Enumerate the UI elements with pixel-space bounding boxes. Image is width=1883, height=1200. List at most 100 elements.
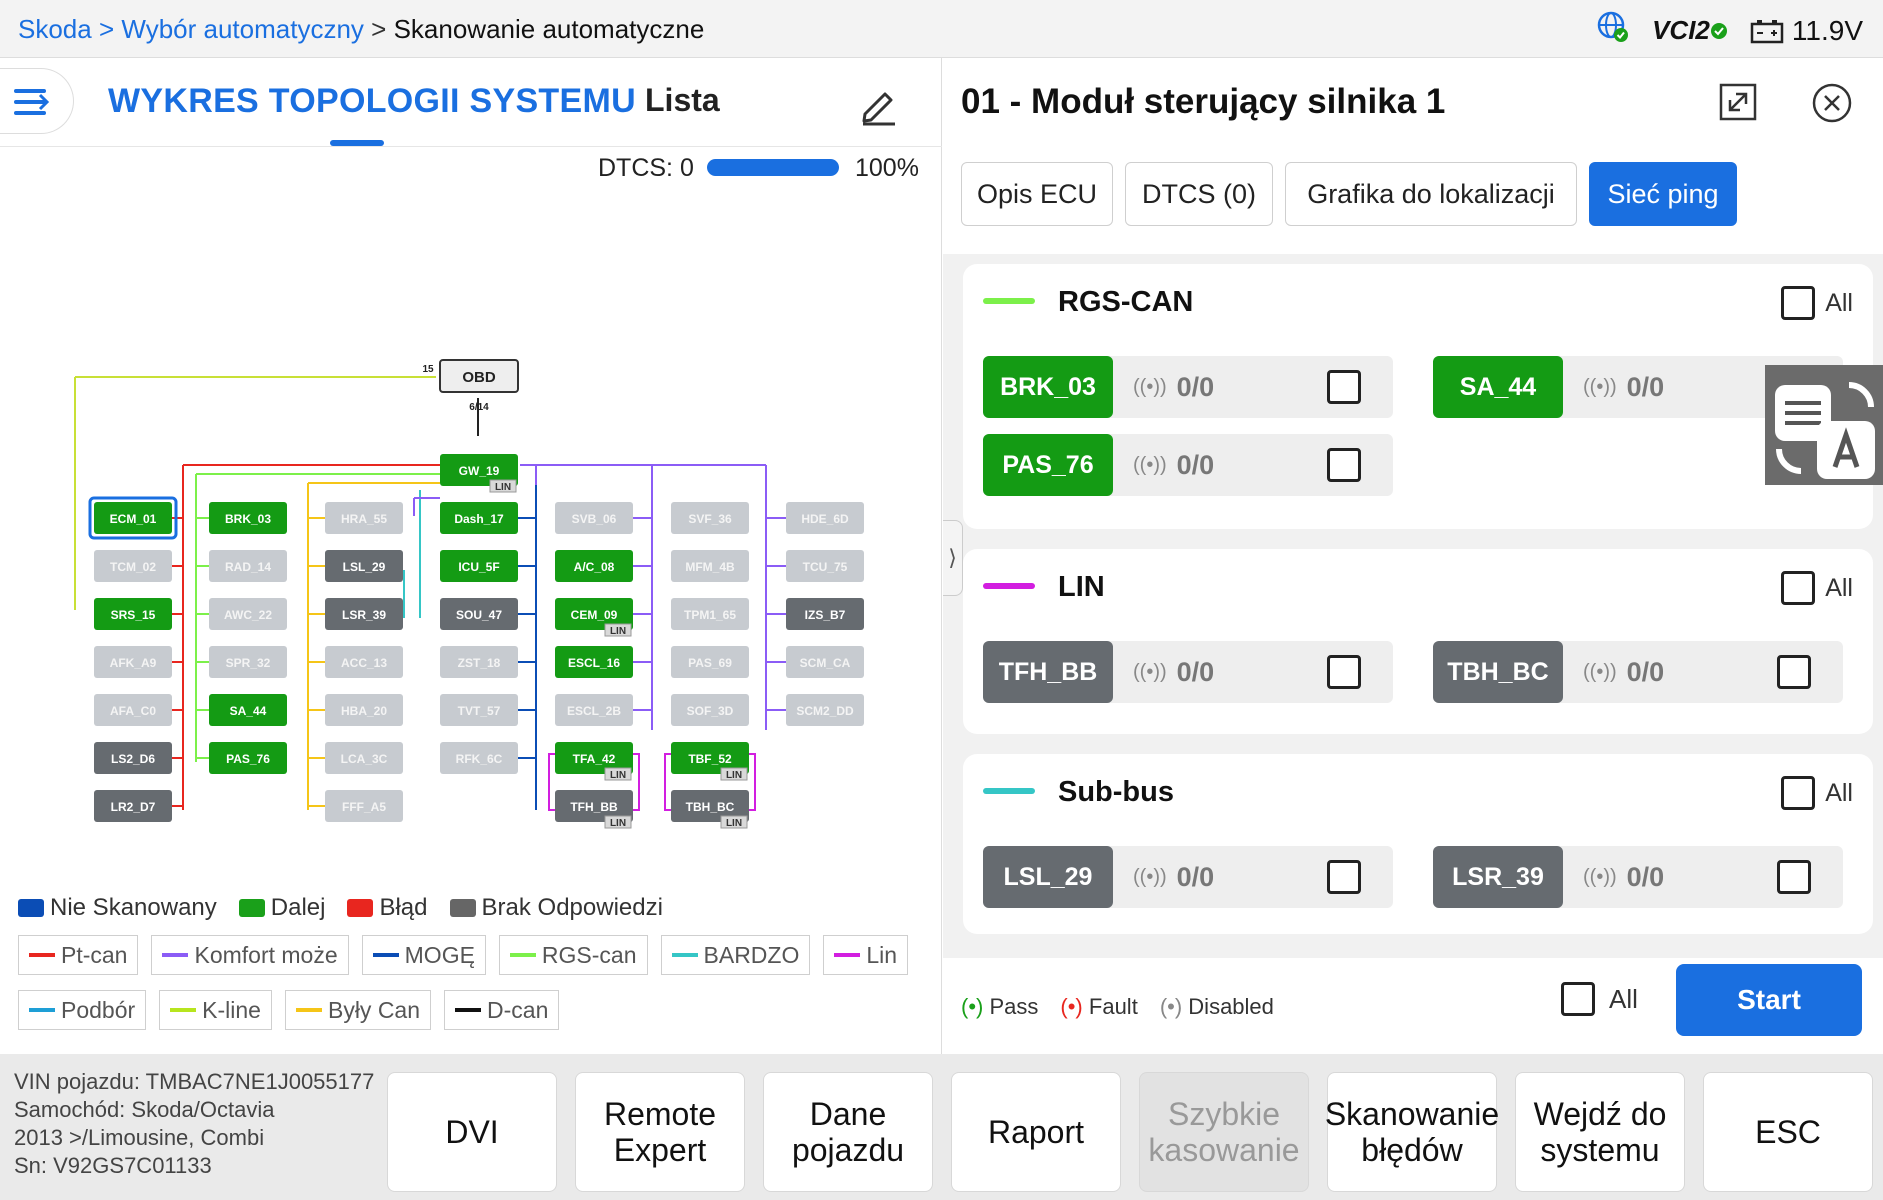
group-all-checkbox[interactable] — [1781, 776, 1816, 810]
node-Dash_17[interactable]: Dash_17 — [440, 502, 518, 534]
node-SPR_32[interactable]: SPR_32 — [209, 646, 287, 678]
node-SA_44[interactable]: SA_44 — [209, 694, 287, 726]
node-PAS_69[interactable]: PAS_69 — [671, 646, 749, 678]
translate-widget[interactable] — [1765, 365, 1883, 485]
bus-legend-chip[interactable]: MOGĘ — [361, 935, 486, 975]
node-FFF_A5[interactable]: FFF_A5 — [325, 790, 403, 822]
ping-module-TFH_BB[interactable]: TFH_BB((•))0/0 — [983, 641, 1393, 703]
node-LS2_D6[interactable]: LS2_D6 — [94, 742, 172, 774]
node-ICU_5F[interactable]: ICU_5F — [440, 550, 518, 582]
tab-dtcs[interactable]: DTCS (0) — [1125, 162, 1273, 226]
ping-module-TBH_BC[interactable]: TBH_BC((•))0/0 — [1433, 641, 1843, 703]
node-HRA_55[interactable]: HRA_55 — [325, 502, 403, 534]
bus-legend-chip[interactable]: Były Can — [284, 990, 432, 1030]
bus-legend-chip[interactable]: Komfort może — [151, 935, 349, 975]
dvi-button[interactable]: DVI — [387, 1072, 557, 1192]
select-all-checkbox[interactable] — [1561, 982, 1595, 1016]
node-LR2_D7[interactable]: LR2_D7 — [94, 790, 172, 822]
node-BRK_03[interactable]: BRK_03 — [209, 502, 287, 534]
close-icon[interactable] — [1811, 82, 1853, 124]
module-checkbox[interactable] — [1777, 860, 1811, 894]
group-select-all[interactable]: All — [1781, 776, 1853, 810]
remote-expert-button[interactable]: Remote Expert — [575, 1072, 745, 1192]
node-SCM2_DD[interactable]: SCM2_DD — [786, 694, 864, 726]
breadcrumb-skoda[interactable]: Skoda — [18, 14, 92, 44]
group-all-checkbox[interactable] — [1781, 286, 1816, 320]
start-button[interactable]: Start — [1676, 964, 1862, 1036]
node-IZS_B7[interactable]: IZS_B7 — [786, 598, 864, 630]
node-ZST_18[interactable]: ZST_18 — [440, 646, 518, 678]
node-SVF_36[interactable]: SVF_36 — [671, 502, 749, 534]
esc-button[interactable]: ESC — [1703, 1072, 1873, 1192]
node-LSR_39[interactable]: LSR_39 — [325, 598, 403, 630]
tab-location-graphic[interactable]: Grafika do lokalizacji — [1285, 162, 1577, 226]
tab-topology[interactable]: WYKRES TOPOLOGII SYSTEMU — [108, 82, 636, 120]
breadcrumb-auto-select[interactable]: Wybór automatyczny — [121, 14, 364, 44]
node-HDE_6D[interactable]: HDE_6D — [786, 502, 864, 534]
report-button[interactable]: Raport — [951, 1072, 1121, 1192]
node-ACC_13[interactable]: ACC_13 — [325, 646, 403, 678]
bus-legend-chip[interactable]: Lin — [823, 935, 909, 975]
quick-clear-button[interactable]: Szybkie kasowanie — [1139, 1072, 1309, 1192]
node-SVB_06[interactable]: SVB_06 — [555, 502, 633, 534]
node-ECM_01[interactable]: ECM_01 — [88, 496, 178, 540]
bus-legend-chip[interactable]: Podbór — [18, 990, 147, 1030]
enter-system-button[interactable]: Wejdź do systemu — [1515, 1072, 1685, 1192]
node-MFM_4B[interactable]: MFM_4B — [671, 550, 749, 582]
bus-legend-chip[interactable]: BARDZO — [660, 935, 811, 975]
ping-module-PAS_76[interactable]: PAS_76((•))0/0 — [983, 434, 1393, 496]
error-scan-button[interactable]: Skanowanie błędów — [1325, 1072, 1499, 1192]
expand-icon[interactable] — [1718, 82, 1758, 122]
tab-list[interactable]: Lista — [645, 82, 720, 118]
node-RFK_6C[interactable]: RFK_6C — [440, 742, 518, 774]
node-TCM_02[interactable]: TCM_02 — [94, 550, 172, 582]
module-checkbox[interactable] — [1327, 448, 1361, 482]
node-LSL_29[interactable]: LSL_29 — [325, 550, 403, 582]
node-RAD_14[interactable]: RAD_14 — [209, 550, 287, 582]
node-HBA_20[interactable]: HBA_20 — [325, 694, 403, 726]
bus-legend-chip[interactable]: RGS-can — [498, 935, 648, 975]
node-TVT_57[interactable]: TVT_57 — [440, 694, 518, 726]
tab-ecu-description[interactable]: Opis ECU — [961, 162, 1113, 226]
module-checkbox[interactable] — [1327, 370, 1361, 404]
module-checkbox[interactable] — [1327, 655, 1361, 689]
node-TCU_75[interactable]: TCU_75 — [786, 550, 864, 582]
select-all-footer[interactable]: All — [1561, 982, 1638, 1016]
collapse-panel-handle[interactable]: ⟩ — [943, 520, 963, 596]
group-select-all[interactable]: All — [1781, 286, 1853, 320]
node-LCA_3C[interactable]: LCA_3C — [325, 742, 403, 774]
node-TPM1_65[interactable]: TPM1_65 — [671, 598, 749, 630]
ping-module-LSL_29[interactable]: LSL_29((•))0/0 — [983, 846, 1393, 908]
ping-module-BRK_03[interactable]: BRK_03((•))0/0 — [983, 356, 1393, 418]
bus-legend-chip[interactable]: Pt-can — [18, 935, 139, 975]
edit-icon[interactable] — [855, 82, 899, 126]
ping-module-LSR_39[interactable]: LSR_39((•))0/0 — [1433, 846, 1843, 908]
bus-legend-chip[interactable]: D-can — [444, 990, 560, 1030]
module-checkbox[interactable] — [1777, 655, 1811, 689]
menu-button[interactable] — [0, 68, 74, 134]
node-SOF_3D[interactable]: SOF_3D — [671, 694, 749, 726]
group-all-checkbox[interactable] — [1781, 571, 1816, 605]
module-checkbox[interactable] — [1327, 860, 1361, 894]
node-ESCL_16[interactable]: ESCL_16 — [555, 646, 633, 678]
tab-ping-network[interactable]: Sieć ping — [1589, 162, 1737, 226]
node-AFA_C0[interactable]: AFA_C0 — [94, 694, 172, 726]
node-ESCL_2B[interactable]: ESCL_2B — [555, 694, 633, 726]
node-PAS_76[interactable]: PAS_76 — [209, 742, 287, 774]
node-AWC_22[interactable]: AWC_22 — [209, 598, 287, 630]
group-select-all[interactable]: All — [1781, 571, 1853, 605]
vehicle-data-button[interactable]: Dane pojazdu — [763, 1072, 933, 1192]
bus-legend-chip[interactable]: K-line — [159, 990, 272, 1030]
node-AFK_A9[interactable]: AFK_A9 — [94, 646, 172, 678]
node-SCM_CA[interactable]: SCM_CA — [786, 646, 864, 678]
node-SOU_47[interactable]: SOU_47 — [440, 598, 518, 630]
node-A/C_08[interactable]: A/C_08 — [555, 550, 633, 582]
node-SRS_15[interactable]: SRS_15 — [94, 598, 172, 630]
